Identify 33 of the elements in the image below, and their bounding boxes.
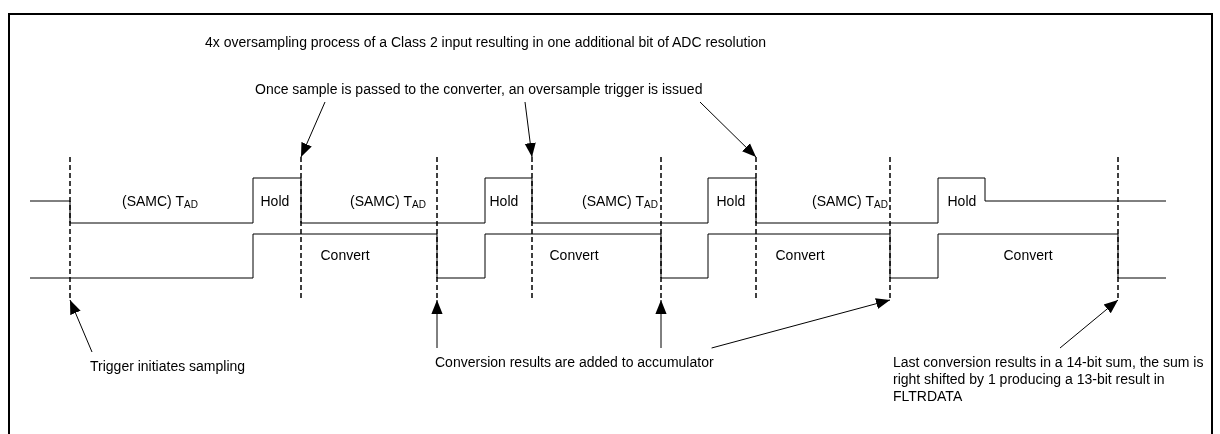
dashed-marker-line — [889, 156, 891, 301]
dashed-marker-line — [1117, 156, 1119, 301]
annotation-text: Once sample is passed to the converter, an oversample trigger is issued — [255, 81, 703, 98]
waveform-label: Convert — [775, 247, 825, 264]
leader-arrow — [655, 299, 667, 349]
waveform-label: (SAMC) T$_{AD}$ — [350, 193, 426, 212]
leader-arrow — [524, 101, 536, 158]
waveform-label: Hold — [947, 193, 977, 210]
waveform-label: Hold — [716, 193, 746, 210]
annotation-text: Last conversion results in a 14-bit sum, the sum is right shifted by 1 producing a 13-bit result in FLTRDATA — [893, 354, 1213, 405]
leader-arrow — [711, 298, 891, 349]
annotation-text: Trigger initiates sampling — [90, 358, 246, 375]
leader-arrow — [699, 101, 757, 158]
annotation-text: Conversion results are added to accumulator — [435, 354, 714, 371]
dashed-marker-line — [755, 156, 757, 301]
waveform-label: Hold — [489, 193, 519, 210]
leader-arrow — [431, 299, 443, 349]
waveform-label: Convert — [320, 247, 370, 264]
leader-arrow — [300, 101, 326, 158]
dashed-marker-line — [69, 156, 71, 301]
dashed-marker-line — [436, 156, 438, 301]
dashed-marker-line — [660, 156, 662, 301]
leader-arrow — [69, 299, 93, 353]
dashed-marker-line — [300, 156, 302, 301]
diagram-caption: 4x oversampling process of a Class 2 input resulting in one additional bit of ADC resolution — [205, 34, 767, 51]
waveform-label: (SAMC) T$_{AD}$ — [582, 193, 658, 212]
leader-arrow — [1059, 299, 1119, 349]
waveform-label: Convert — [1003, 247, 1053, 264]
waveform-label: (SAMC) T$_{AD}$ — [122, 193, 198, 212]
waveform-label: (SAMC) T$_{AD}$ — [812, 193, 888, 212]
dashed-marker-line — [531, 156, 533, 301]
waveform-label: Hold — [260, 193, 290, 210]
waveform-label: Convert — [549, 247, 599, 264]
